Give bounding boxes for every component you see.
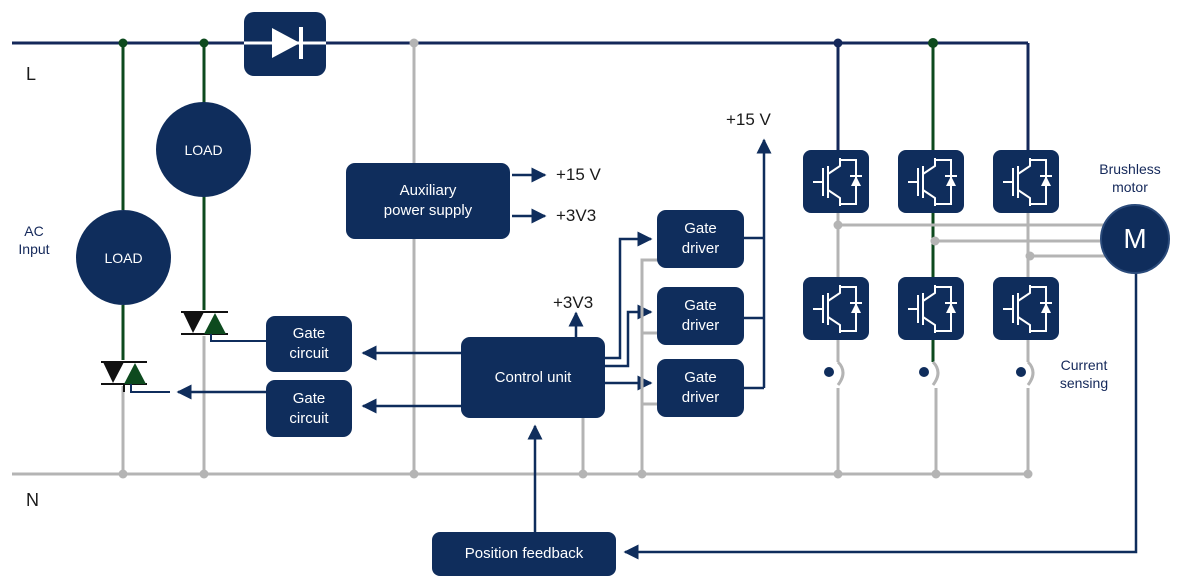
igbt-switch-icon	[993, 150, 1059, 213]
current-sensor-icon	[824, 360, 845, 386]
current-sensor-icon	[919, 360, 940, 386]
triac-icon	[101, 361, 170, 393]
diode-icon	[244, 12, 326, 76]
aux-15v-label: +15 V	[556, 165, 601, 184]
load-branch-2	[199, 38, 209, 479]
inverter-leg-1	[833, 38, 843, 479]
current-sensing-line1: Current	[1060, 357, 1108, 373]
inverter-leg-2	[928, 38, 941, 479]
igbt-switch-icon	[898, 277, 964, 340]
gate-driver-3: Gate driver	[657, 359, 744, 417]
igbt-switch-icon	[993, 277, 1059, 340]
gate-driver-2: Gate driver	[657, 287, 744, 345]
gate-circuit-1-line2: circuit	[289, 345, 329, 362]
aux-3v3-label: +3V3	[556, 206, 597, 225]
gate-driver-1-line2: driver	[681, 240, 720, 257]
load-2: LOAD	[156, 102, 251, 197]
inverter-leg-3	[1023, 213, 1035, 479]
igbt-switch-icon	[803, 277, 869, 340]
igbt-switch-icon	[803, 150, 869, 213]
brushless-motor-label: Brushless motor	[1088, 160, 1172, 196]
gate-driver-2-line2: driver	[681, 317, 720, 334]
aux-supply-line1: Auxiliary	[399, 182, 457, 199]
gate-circuit-2-line1: Gate	[292, 389, 326, 407]
triac-icon	[181, 311, 266, 342]
motor-icon: M	[1100, 204, 1170, 274]
position-feedback: Position feedback	[432, 532, 616, 576]
gate-driver-3-line2: driver	[681, 389, 720, 406]
gate-driver-2-line1: Gate	[684, 297, 717, 314]
live-label: L	[26, 64, 37, 84]
gate-driver-3-line1: Gate	[684, 369, 717, 386]
gate-circuit-1: Gate circuit	[266, 316, 352, 372]
load-branch-1	[118, 38, 128, 479]
gate-circuit-2: Gate circuit	[266, 380, 352, 437]
current-sensing-line2: sensing	[1059, 375, 1109, 391]
current-sensing-label: Current sensing	[1044, 356, 1124, 392]
control-3v3-label: +3V3	[553, 293, 594, 312]
gate-driver-1-line1: Gate	[684, 220, 717, 237]
current-sensor-icon	[1016, 360, 1035, 386]
gate-15v-label: +15 V	[726, 110, 771, 129]
gate-driver-1: Gate driver	[657, 210, 744, 268]
control-unit: Control unit	[461, 337, 605, 418]
ac-input-line1: AC	[24, 223, 44, 239]
igbt-switch-icon	[898, 150, 964, 213]
gate-circuit-2-line2: circuit	[289, 409, 329, 427]
gate-circuit-1-line1: Gate	[292, 325, 326, 342]
motor-label-line1: Brushless	[1099, 161, 1161, 177]
neutral-label: N	[26, 490, 39, 510]
load-1: LOAD	[76, 210, 171, 305]
auxiliary-power-supply: Auxiliary power supply	[346, 163, 510, 239]
ac-input-label: AC Input	[14, 222, 54, 258]
ac-input-line2: Input	[18, 241, 50, 257]
motor-label-line2: motor	[1112, 179, 1148, 195]
aux-supply-line2: power supply	[383, 202, 473, 219]
